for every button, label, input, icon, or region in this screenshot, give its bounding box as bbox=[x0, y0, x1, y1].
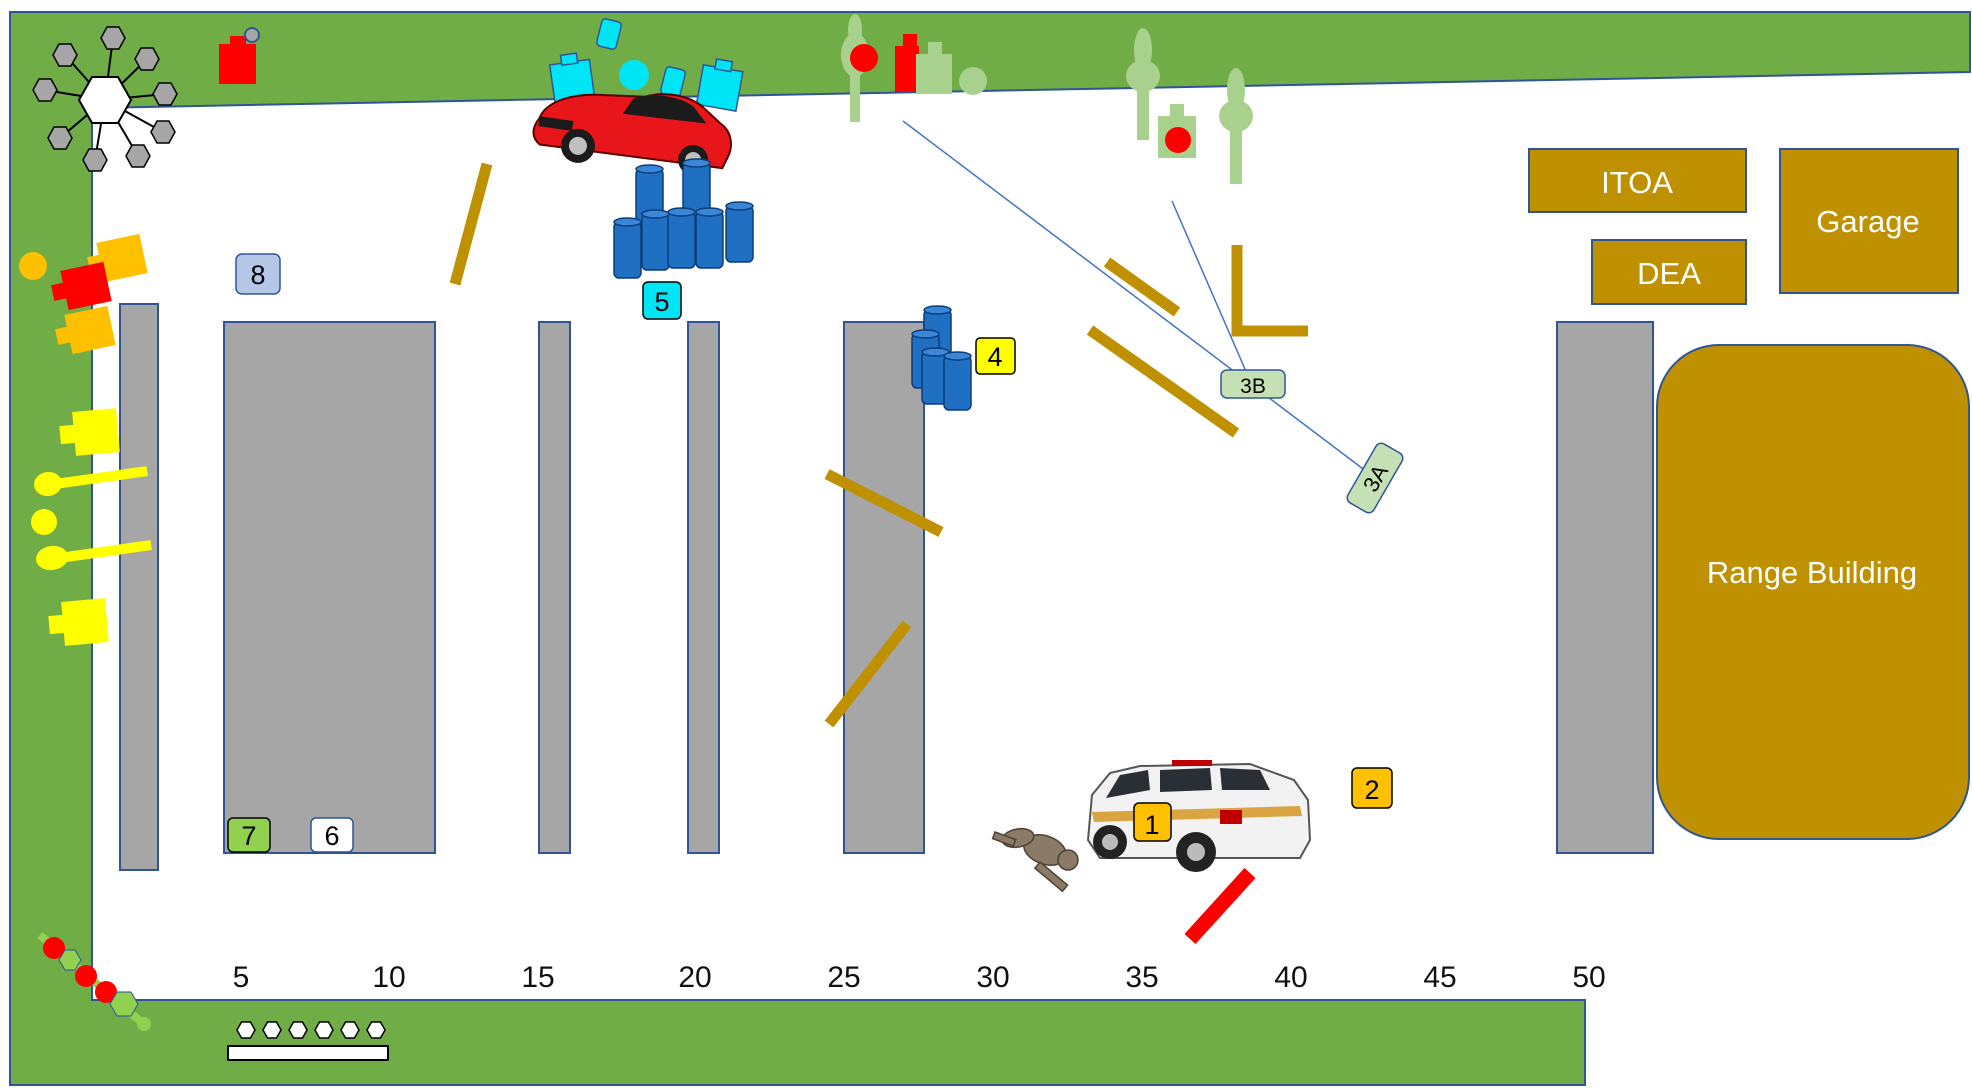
stage-8-badge bbox=[235, 253, 281, 295]
distance-scale: 5 10 15 20 25 30 35 40 45 50 bbox=[233, 961, 1606, 994]
barrier-a bbox=[449, 162, 493, 286]
barrier-l-shape bbox=[1231, 245, 1308, 337]
sight-line-3a bbox=[902, 120, 1376, 479]
barriers bbox=[449, 162, 1308, 728]
stage-7-label: 7 bbox=[241, 821, 256, 851]
stage-7-badge bbox=[227, 817, 271, 853]
stage-5-label: 5 bbox=[654, 287, 669, 317]
red-barrier bbox=[1184, 867, 1256, 945]
barrier-e bbox=[824, 620, 912, 728]
lane-1 bbox=[119, 303, 159, 871]
stage-8-label: 8 bbox=[250, 260, 265, 290]
scale-tick-5: 5 bbox=[233, 961, 250, 994]
lanes bbox=[119, 303, 1654, 871]
scale-tick-20: 20 bbox=[678, 961, 711, 994]
silhouette-b bbox=[1126, 28, 1160, 140]
stage-4-badge bbox=[975, 337, 1016, 375]
hexagon-cluster-icon bbox=[32, 26, 178, 172]
stage-6-badge bbox=[310, 817, 354, 853]
red-target-top bbox=[895, 34, 919, 92]
stage-3b-label: 3B bbox=[1240, 375, 1266, 398]
itoa-building bbox=[1528, 148, 1747, 213]
garage-building bbox=[1779, 148, 1959, 294]
scale-tick-15: 15 bbox=[521, 961, 554, 994]
red-car-icon bbox=[532, 93, 732, 176]
stage-3b-badge bbox=[1220, 369, 1286, 399]
range-building-label: Range Building bbox=[1707, 555, 1917, 590]
stage-1-badge bbox=[1133, 802, 1172, 842]
barrel-icon bbox=[613, 158, 972, 411]
sight-lines bbox=[902, 120, 1376, 479]
barrels-stage4 bbox=[911, 305, 972, 411]
scale-bar-icon bbox=[227, 1021, 389, 1061]
stage-badges: 1 2 3B 3A 4 5 6 7 8 bbox=[227, 253, 1404, 853]
top-silhouettes bbox=[841, 14, 1253, 184]
scale-tick-45: 45 bbox=[1423, 961, 1456, 994]
scale-tick-50: 50 bbox=[1572, 961, 1605, 994]
silhouette-c bbox=[1219, 68, 1253, 184]
left-targets-yellow bbox=[31, 408, 152, 646]
stage-2-badge bbox=[1351, 767, 1393, 809]
cyan-targets bbox=[548, 18, 744, 113]
scale-tick-40: 40 bbox=[1274, 961, 1307, 994]
stage-1-label: 1 bbox=[1144, 810, 1159, 840]
dea-building bbox=[1591, 239, 1747, 305]
lane-6 bbox=[1556, 321, 1654, 854]
red-target-topleft bbox=[219, 27, 260, 84]
stage-3a-badge bbox=[1346, 442, 1404, 514]
range-building bbox=[1656, 344, 1970, 840]
stage-5-badge bbox=[642, 281, 682, 320]
scale-tick-35: 35 bbox=[1125, 961, 1158, 994]
barrier-b bbox=[1103, 257, 1181, 317]
orange-circle-target bbox=[19, 252, 47, 280]
patrol-suv-icon bbox=[1086, 760, 1312, 872]
lane-4 bbox=[687, 321, 720, 854]
lane-5 bbox=[843, 321, 925, 854]
stage-2-label: 2 bbox=[1364, 775, 1379, 805]
stage-4-label: 4 bbox=[987, 342, 1002, 372]
barrier-d bbox=[824, 469, 944, 537]
stage-3a-badge-group: 3A bbox=[1346, 442, 1404, 514]
grass-top-left bbox=[9, 11, 1971, 1086]
dea-label: DEA bbox=[1637, 256, 1701, 291]
lane-2 bbox=[223, 321, 436, 854]
grass-border bbox=[9, 11, 1971, 1086]
barrier-c bbox=[1086, 325, 1240, 438]
sight-line-3b bbox=[1171, 200, 1249, 377]
itoa-label: ITOA bbox=[1601, 165, 1673, 200]
stage-6-label: 6 bbox=[324, 821, 339, 851]
left-targets-orange-red bbox=[19, 233, 148, 355]
scale-tick-25: 25 bbox=[827, 961, 860, 994]
hex-chain-icon bbox=[37, 931, 151, 1032]
barrels-stage5 bbox=[613, 158, 754, 279]
prone-figure-icon bbox=[991, 827, 1079, 893]
scale-tick-10: 10 bbox=[372, 961, 405, 994]
garage-label: Garage bbox=[1816, 204, 1919, 239]
scale-tick-30: 30 bbox=[976, 961, 1009, 994]
buildings bbox=[1528, 148, 1970, 840]
lane-3 bbox=[538, 321, 571, 854]
